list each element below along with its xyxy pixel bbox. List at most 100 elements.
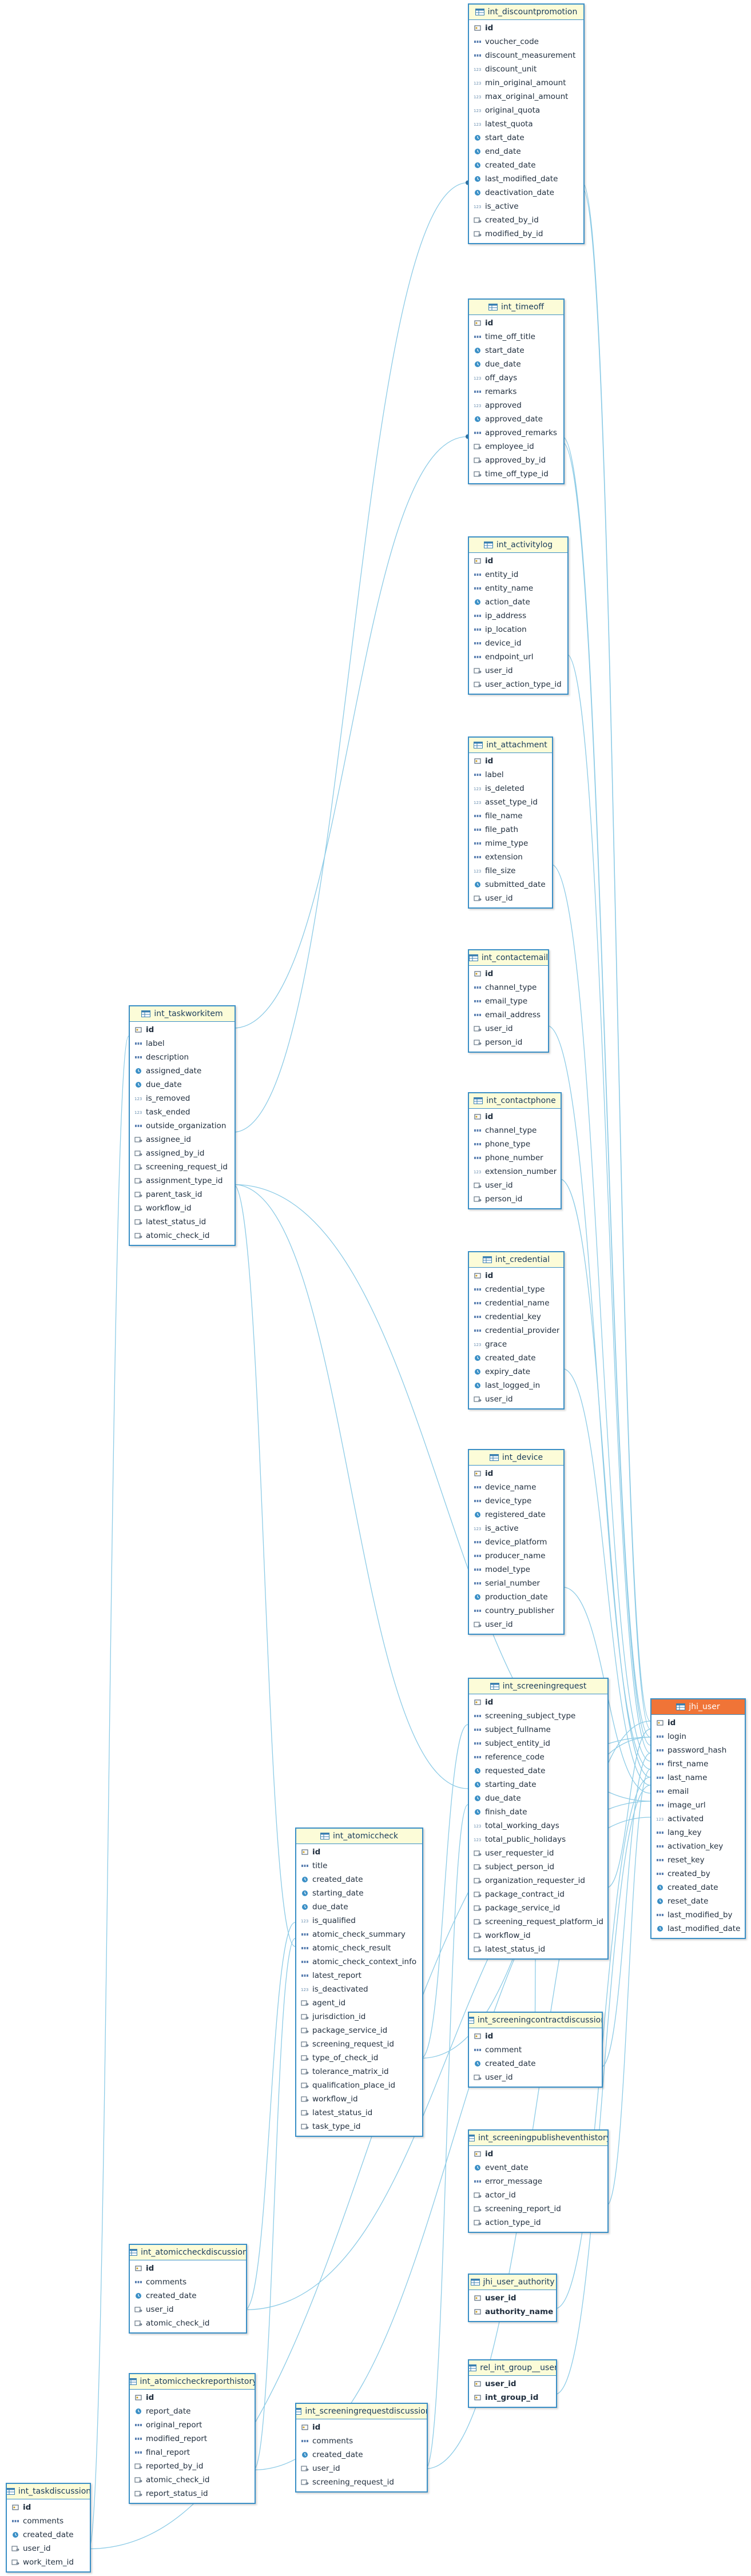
- column-row[interactable]: created_date: [469, 1351, 563, 1365]
- column-row[interactable]: screening_request_id: [130, 1160, 235, 1174]
- column-row[interactable]: ip_location: [469, 623, 567, 636]
- column-row[interactable]: production_date: [469, 1590, 563, 1604]
- column-row[interactable]: login: [651, 1730, 745, 1743]
- column-row[interactable]: task_type_id: [296, 2120, 422, 2133]
- column-row[interactable]: action_date: [469, 595, 567, 609]
- column-row[interactable]: person_id: [469, 1036, 548, 1049]
- column-row[interactable]: title: [296, 1859, 422, 1873]
- column-row[interactable]: user_id: [469, 1392, 563, 1406]
- column-row[interactable]: created_date: [469, 158, 583, 172]
- column-row[interactable]: comments: [296, 2434, 427, 2448]
- column-row[interactable]: atomic_check_id: [130, 2473, 255, 2487]
- column-row[interactable]: email: [651, 1785, 745, 1798]
- column-row[interactable]: phone_number: [469, 1151, 561, 1165]
- table-header[interactable]: jhi_user_authority: [469, 2275, 556, 2290]
- column-row[interactable]: user_requester_id: [469, 1846, 607, 1860]
- column-row[interactable]: user_id: [469, 664, 567, 678]
- column-row[interactable]: user_id: [469, 891, 552, 905]
- column-row[interactable]: start_date: [469, 131, 583, 145]
- column-row[interactable]: starting_date: [296, 1886, 422, 1900]
- column-row[interactable]: ip_address: [469, 609, 567, 623]
- column-row[interactable]: id: [651, 1716, 745, 1730]
- column-row[interactable]: user_id: [469, 1178, 561, 1192]
- column-row[interactable]: approved_by_id: [469, 453, 563, 467]
- column-row[interactable]: phone_type: [469, 1137, 561, 1151]
- column-row[interactable]: work_item_id: [7, 2555, 90, 2569]
- column-row[interactable]: user_id: [469, 2291, 556, 2305]
- column-row[interactable]: reset_key: [651, 1853, 745, 1867]
- column-row[interactable]: description: [130, 1050, 235, 1064]
- column-row[interactable]: credential_name: [469, 1296, 563, 1310]
- table-header[interactable]: int_discountpromotion: [469, 5, 583, 20]
- column-row[interactable]: type_of_check_id: [296, 2051, 422, 2065]
- column-row[interactable]: id: [469, 1110, 561, 1124]
- table-header[interactable]: int_device: [469, 1450, 563, 1466]
- column-row[interactable]: person_id: [469, 1192, 561, 1206]
- column-row[interactable]: discount_measurement: [469, 49, 583, 62]
- column-row[interactable]: id: [130, 2262, 246, 2275]
- column-row[interactable]: id: [7, 2501, 90, 2514]
- column-row[interactable]: assignment_type_id: [130, 1174, 235, 1188]
- column-row[interactable]: comments: [130, 2275, 246, 2289]
- column-row[interactable]: screening_request_platform_id: [469, 1915, 607, 1929]
- column-row[interactable]: voucher_code: [469, 35, 583, 49]
- column-row[interactable]: registered_date: [469, 1508, 563, 1522]
- column-row[interactable]: due_date: [469, 357, 563, 371]
- column-row[interactable]: created_date: [296, 1873, 422, 1886]
- column-row[interactable]: file_name: [469, 809, 552, 823]
- column-row[interactable]: modified_by_id: [469, 227, 583, 241]
- column-row[interactable]: latest_status_id: [130, 1215, 235, 1229]
- column-row[interactable]: id: [469, 2147, 607, 2161]
- column-row[interactable]: package_service_id: [469, 1901, 607, 1915]
- column-row[interactable]: device_name: [469, 1480, 563, 1494]
- column-row[interactable]: original_report: [130, 2418, 255, 2432]
- column-row[interactable]: approved_date: [469, 412, 563, 426]
- column-row[interactable]: parent_task_id: [130, 1188, 235, 1201]
- column-row[interactable]: last_name: [651, 1771, 745, 1785]
- column-row[interactable]: employee_id: [469, 440, 563, 453]
- column-row[interactable]: user_id: [296, 2462, 427, 2475]
- column-row[interactable]: device_id: [469, 636, 567, 650]
- column-row[interactable]: action_type_id: [469, 2216, 607, 2229]
- table-header[interactable]: int_activitylog: [469, 538, 567, 553]
- column-row[interactable]: workflow_id: [130, 1201, 235, 1215]
- table-header[interactable]: int_credential: [469, 1252, 563, 1268]
- column-row[interactable]: modified_report: [130, 2432, 255, 2446]
- table-header[interactable]: rel_int_group__user: [469, 2360, 556, 2376]
- column-row[interactable]: id: [469, 554, 567, 568]
- column-row[interactable]: outside_organization: [130, 1119, 235, 1133]
- column-row[interactable]: subject_person_id: [469, 1860, 607, 1874]
- table-header[interactable]: int_screeningrequest: [469, 1679, 607, 1694]
- column-row[interactable]: email_address: [469, 1008, 548, 1022]
- column-row[interactable]: workflow_id: [469, 1929, 607, 1942]
- column-row[interactable]: due_date: [130, 1078, 235, 1092]
- column-row[interactable]: first_name: [651, 1757, 745, 1771]
- column-row[interactable]: created_date: [130, 2289, 246, 2303]
- column-row[interactable]: screening_request_id: [296, 2475, 427, 2489]
- column-row[interactable]: label: [130, 1037, 235, 1050]
- column-row[interactable]: assigned_date: [130, 1064, 235, 1078]
- column-row[interactable]: atomic_check_summary: [296, 1928, 422, 1941]
- column-row[interactable]: subject_fullname: [469, 1723, 607, 1737]
- column-row[interactable]: created_date: [651, 1881, 745, 1894]
- column-row[interactable]: jurisdiction_id: [296, 2010, 422, 2024]
